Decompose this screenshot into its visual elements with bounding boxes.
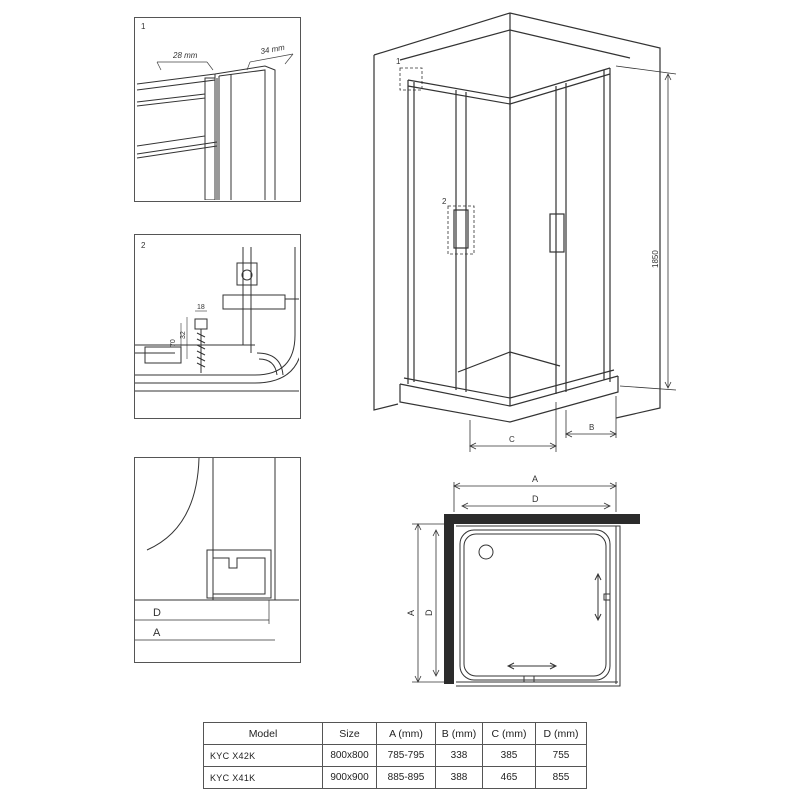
height-label: 1850 — [651, 250, 660, 268]
cell-model: KYC X41K — [203, 766, 323, 789]
main-isometric-view: 1 2 1850 C B — [373, 12, 677, 452]
cell-c: 385 — [482, 744, 536, 767]
detail-3-d-label: D — [153, 607, 161, 619]
header-d: D (mm) — [535, 722, 587, 745]
detail-1-number: 1 — [141, 22, 146, 31]
cell-a: 885-895 — [376, 766, 436, 789]
detail-3-drawing: D A — [135, 457, 299, 641]
b-label: B — [589, 423, 594, 432]
plan-view: A D A D — [406, 474, 640, 687]
header-c: C (mm) — [482, 722, 536, 745]
detail-1-drawing: 1 28 mm 34 mm — [136, 22, 294, 201]
detail-panel-1: 1 28 mm 34 mm — [134, 17, 301, 202]
detail-panel-3: D A — [134, 457, 301, 663]
dim-32-label: 32 — [180, 331, 187, 339]
cell-c: 465 — [482, 766, 536, 789]
cell-d: 755 — [535, 744, 587, 767]
detail-3-a-label: A — [153, 627, 161, 639]
table-row: KYC X42K 800x800 785-795 338 385 755 — [203, 744, 587, 767]
table-header-row: Model Size A (mm) B (mm) C (mm) D (mm) — [203, 722, 587, 745]
table-row: KYC X41K 900x900 885-895 388 465 855 — [203, 766, 587, 789]
dim-18-label: 18 — [197, 304, 205, 311]
cell-model: KYC X42K — [203, 744, 323, 767]
cell-a: 785-795 — [376, 744, 436, 767]
plan-side-a-label: A — [406, 610, 416, 616]
detail-panel-2: 2 18 — [134, 234, 304, 419]
header-size: Size — [322, 722, 377, 745]
plan-side-d-label: D — [424, 609, 434, 616]
header-a: A (mm) — [376, 722, 436, 745]
dim-70-label: 70 — [170, 339, 177, 347]
detail-2-drawing: 2 18 — [135, 241, 304, 392]
cell-b: 338 — [435, 744, 483, 767]
spec-table: Model Size A (mm) B (mm) C (mm) D (mm) K… — [203, 722, 587, 789]
header-model: Model — [203, 722, 323, 745]
detail-1-depth-label: 34 mm — [260, 43, 286, 56]
cell-b: 388 — [435, 766, 483, 789]
callout-2-label: 2 — [442, 197, 447, 206]
c-label: C — [509, 435, 515, 444]
plan-top-d-label: D — [532, 494, 539, 504]
detail-1-width-label: 28 mm — [172, 51, 198, 60]
cell-size: 900x900 — [322, 766, 377, 789]
callout-1-label: 1 — [396, 57, 401, 66]
header-b: B (mm) — [435, 722, 483, 745]
cell-size: 800x800 — [322, 744, 377, 767]
plan-top-a-label: A — [532, 474, 538, 484]
detail-2-number: 2 — [141, 241, 146, 250]
cell-d: 855 — [535, 766, 587, 789]
